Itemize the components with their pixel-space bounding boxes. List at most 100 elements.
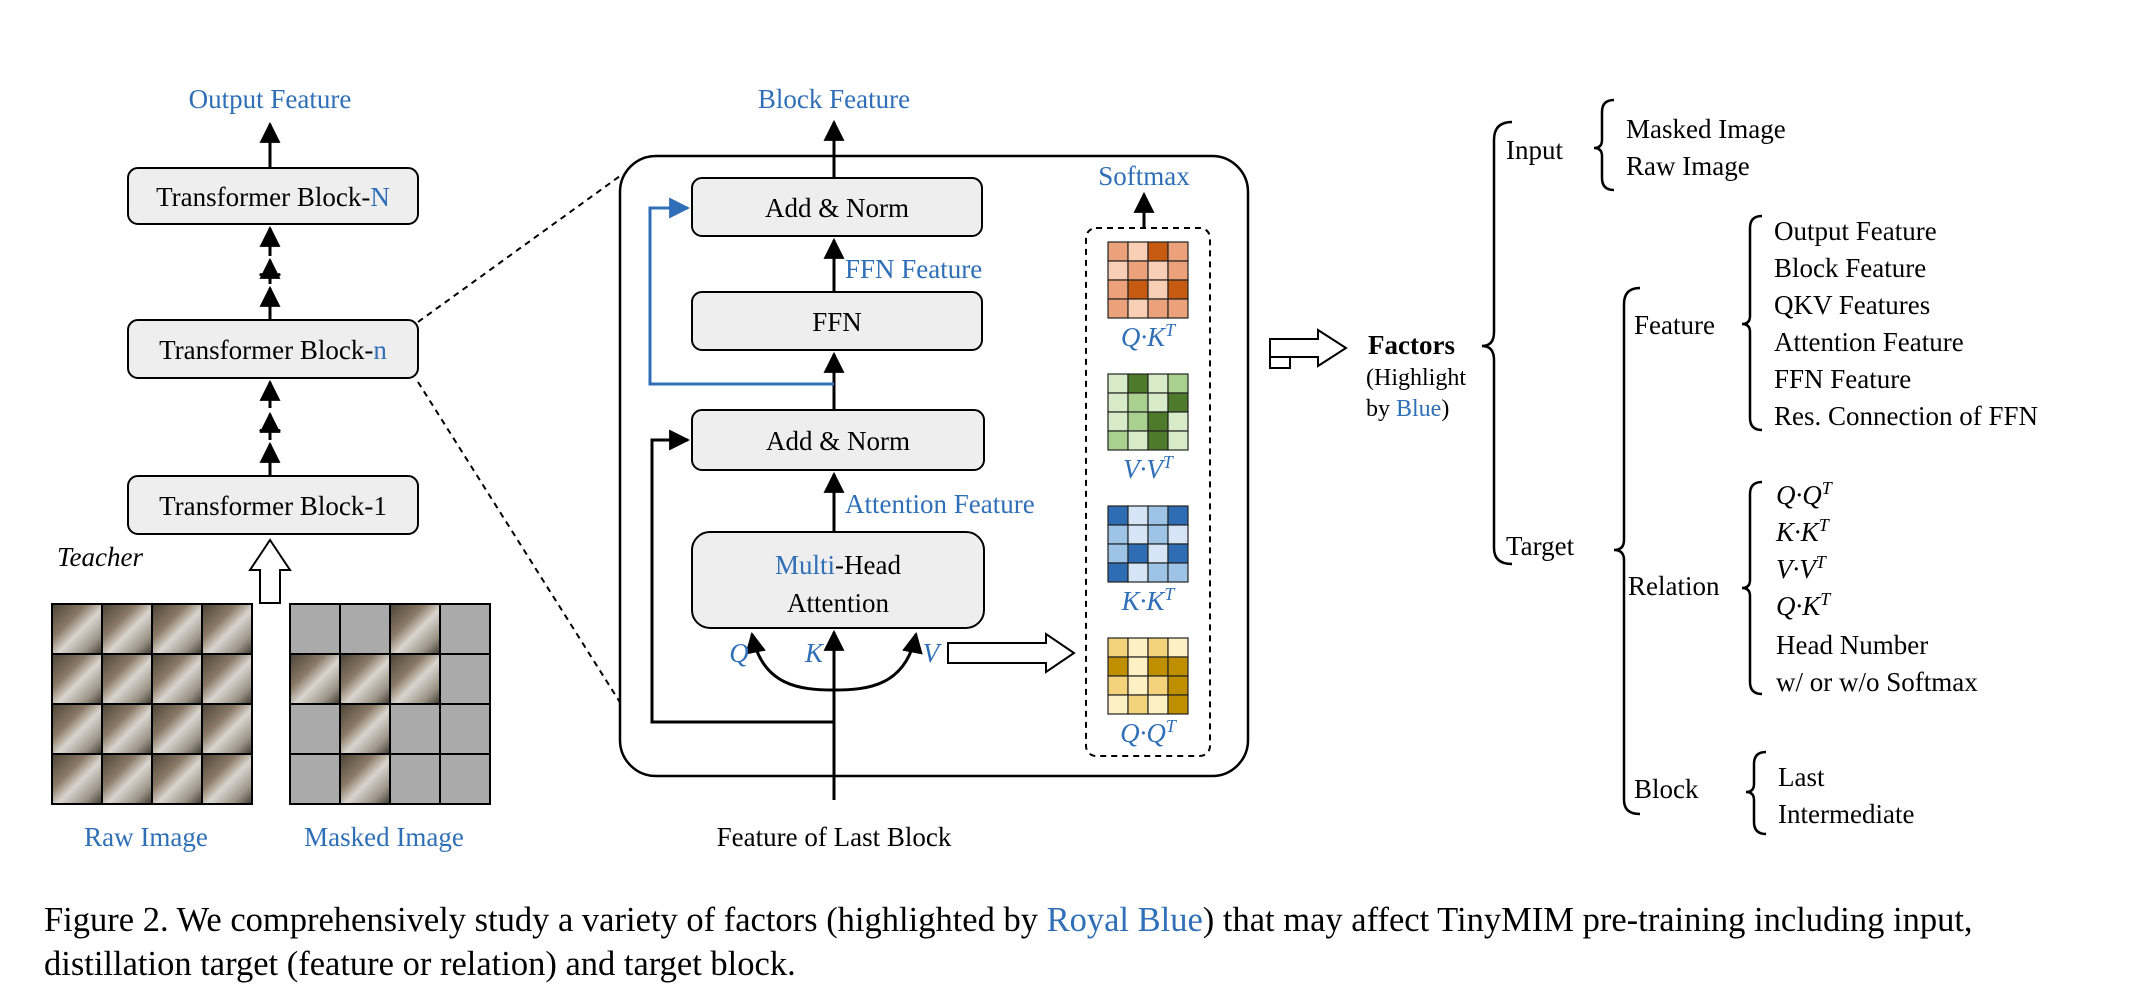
add-norm-top-box [691,177,983,237]
figure-caption: Figure 2. We comprehensively study a var… [44,898,2104,986]
matrix-cell [1107,543,1129,564]
image-patch [51,753,103,805]
teacher-label: Teacher [57,542,143,572]
matrix-cell [1167,373,1189,394]
attention-residual-connection [650,429,834,724]
input-label-right: Input [1506,135,1563,165]
q-label: Q [729,638,749,668]
block-feature-label: Block Feature [758,84,910,114]
matrix-cell [1167,260,1189,281]
masked-patch [439,753,491,805]
matrix-cell [1147,430,1169,451]
input-brace [1593,98,1615,192]
image-patch [151,603,203,655]
matrix-cell [1127,241,1149,262]
masked-patch [339,603,391,655]
matrix-cell [1127,279,1149,300]
matrix-cell [1107,524,1129,545]
add-norm-bottom-box [691,409,985,471]
matrix-cell [1167,411,1189,432]
matrix-cell [1147,675,1169,696]
masked-patch [439,603,491,655]
matrix-cell [1147,562,1169,583]
ffn-label: FFN [812,307,862,337]
feature-items: Output Feature Block Feature QKV Feature… [1774,216,2038,431]
block-item-intermediate: Intermediate [1778,799,1914,829]
image-patch [51,603,103,655]
matrices-dashed-box [1085,227,1211,757]
relation-math-item: V·VT [1776,552,1828,584]
highlight-note-line2: by Blue) [1366,396,1449,422]
image-patch [201,603,253,655]
highlight-note-line1: (Highlight [1366,365,1466,391]
relation-matrices: Q·KTV·VTK·KTQ·QT [1107,241,1189,748]
image-patch [151,753,203,805]
relation-math-item: Q·KT [1776,589,1832,621]
caption-highlight: Royal Blue [1046,901,1203,939]
matrix-cell [1127,411,1149,432]
image-patch [289,653,341,705]
relation-item: Head Number [1776,630,1928,660]
image-patch [339,703,391,755]
hollow-arrow-to-factors [1269,328,1348,368]
matrix-cell [1107,430,1129,451]
matrix-cell [1167,392,1189,413]
raw-image-label: Raw Image [84,822,208,852]
image-patch [51,653,103,705]
v-label: V [923,638,943,668]
matrix-cell [1127,373,1149,394]
input-item-raw: Raw Image [1626,151,1750,181]
matrix-cell [1107,637,1129,658]
matrix-cell [1127,675,1149,696]
matrix-cell [1147,260,1169,281]
matrix-cell [1147,524,1169,545]
feature-item: Output Feature [1774,216,1937,246]
transformer-block-n-label: Transformer Block-n [159,335,387,365]
matrix-cell [1167,543,1189,564]
transformer-block-1 [127,475,419,535]
matrix-cell [1167,279,1189,300]
matrix-cell [1107,298,1129,319]
raw-image-grid [51,603,253,805]
matrix-cell [1167,524,1189,545]
relation-math-item: Q·QT [1776,478,1834,510]
matrix-cell [1167,430,1189,451]
matrix-cell [1127,298,1149,319]
feature-item: Attention Feature [1774,327,1964,357]
image-patch [201,653,253,705]
matrix-label: Q·KT [1121,320,1177,352]
hollow-arrow-to-block-1 [248,538,292,604]
transformer-block-1-label: Transformer Block-1 [159,491,387,521]
feature-label: Feature [1634,310,1715,340]
matrix-cell [1147,241,1169,262]
image-patch [339,653,391,705]
masked-patch [289,753,341,805]
image-patch [51,703,103,755]
block-label: Block [1634,774,1699,804]
input-item-masked: Masked Image [1626,114,1786,144]
matrix-label: Q·QT [1120,716,1178,748]
matrix-label: K·KT [1121,584,1177,616]
matrix-cell [1107,675,1129,696]
transformer-block-n [127,319,419,379]
attention-feature-label: Attention Feature [845,489,1035,519]
matrix-cell [1147,505,1169,526]
masked-patch [389,753,441,805]
feature-brace [1741,214,1763,432]
matrix-cell [1107,562,1129,583]
masked-image-label: Masked Image [304,822,464,852]
relation-math-items: Q·QTK·KTV·VTQ·KT [1775,478,1834,621]
matrix-cell [1127,694,1149,715]
matrix-cell [1147,279,1169,300]
matrix-cell [1167,675,1189,696]
factors-brace [1481,120,1513,566]
image-patch [151,703,203,755]
matrix-cell [1127,392,1149,413]
multi-head-attention-box [691,531,985,629]
output-feature-label: Output Feature [189,84,352,114]
matrix-cell [1167,505,1189,526]
matrix-cell [1107,260,1129,281]
mha-label-line2: Attention [787,588,889,618]
zoom-line-top [417,175,621,323]
relation-brace [1741,480,1763,696]
